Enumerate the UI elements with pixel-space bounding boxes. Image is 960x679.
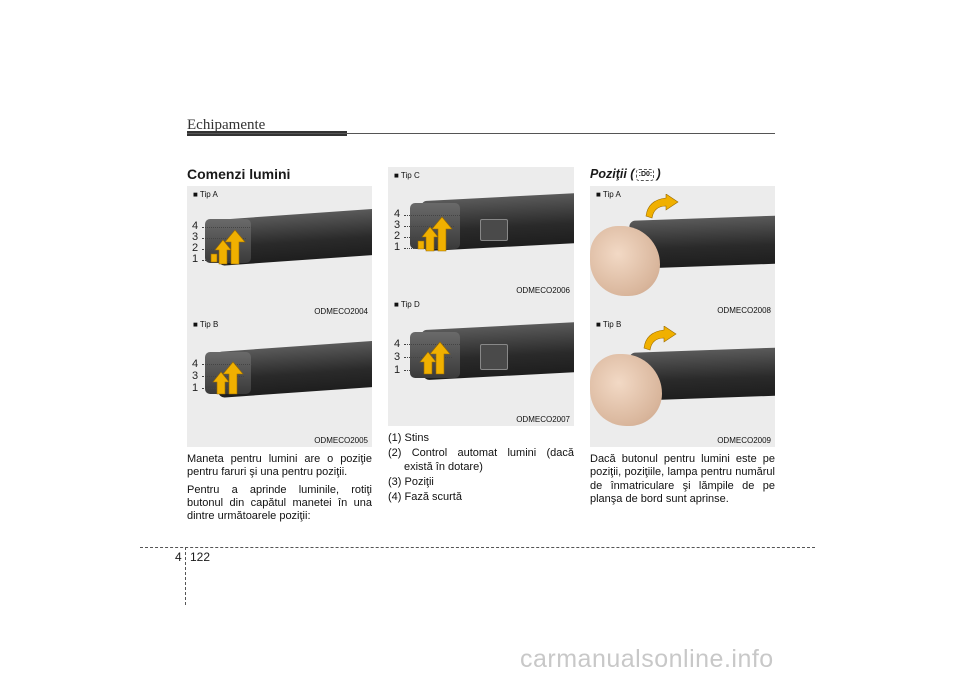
watermark: carmanualsonline.info (520, 645, 774, 673)
header-rule (187, 133, 775, 134)
figure-hand-tip-b: Tip B ODMECO2009 (590, 316, 775, 447)
position-list: (1) Stins (2) Control automat lumini (da… (388, 432, 574, 504)
paragraph: Pentru a aprinde luminile, rotiţi butonu… (187, 483, 372, 523)
rotate-arrow-icon (417, 216, 453, 252)
figure-code: ODMECO2009 (717, 436, 771, 445)
figure-code: ODMECO2005 (314, 436, 368, 445)
figure-label: Tip B (596, 320, 621, 329)
header-title: Echipamente (187, 117, 266, 133)
list-item: (2) Control automat lumini (dacă există … (388, 447, 574, 473)
rotate-arrow-icon (419, 341, 451, 375)
chapter-number: 4 (175, 550, 182, 564)
paragraph: Maneta pentru lumini are o poziţie pentr… (187, 453, 372, 479)
page-number: 122 (190, 550, 211, 564)
paragraph: Dacă butonul pentru lumini este pe poziţ… (590, 453, 775, 505)
figure-code: ODMECO2004 (314, 307, 368, 316)
figure-label: Tip A (193, 190, 218, 199)
figure-label: Tip D (394, 300, 420, 309)
figure-label: Tip C (394, 171, 420, 180)
hand-illustration (590, 354, 662, 426)
figure-code: ODMECO2006 (516, 286, 570, 295)
figure-label: Tip B (193, 320, 218, 329)
figure-code: ODMECO2008 (717, 306, 771, 315)
section-title: Comenzi lumini (187, 166, 291, 182)
rotate-arrow-icon (645, 194, 679, 219)
hand-illustration (590, 226, 660, 296)
figure-tip-d: Tip D 431 ODMECO2007 (388, 296, 574, 426)
stalk-switch (480, 219, 508, 241)
footer-divider (185, 547, 186, 605)
figure-hand-tip-a: Tip A ODMECO2008 (590, 186, 775, 317)
list-item: (4) Fază scurtă (388, 491, 462, 504)
parking-light-icon: :D0: (636, 168, 655, 181)
footer-rule (140, 547, 815, 548)
positions-title: Poziţii (:D0:) (590, 167, 661, 181)
figure-label: Tip A (596, 190, 621, 199)
rotate-arrow-icon (643, 326, 677, 351)
list-item: (1) Stins (388, 432, 429, 444)
rotate-arrow-icon (212, 361, 244, 395)
left-body-text: Maneta pentru lumini are o poziţie pentr… (187, 453, 372, 523)
stalk-switch (480, 344, 508, 370)
rotate-arrow-icon (210, 229, 246, 265)
figure-code: ODMECO2007 (516, 415, 570, 424)
list-item: (3) Poziţii (388, 475, 434, 488)
right-body-text: Dacă butonul pentru lumini este pe poziţ… (590, 453, 775, 506)
figure-tip-b: Tip B 431 ODMECO2005 (187, 316, 372, 447)
